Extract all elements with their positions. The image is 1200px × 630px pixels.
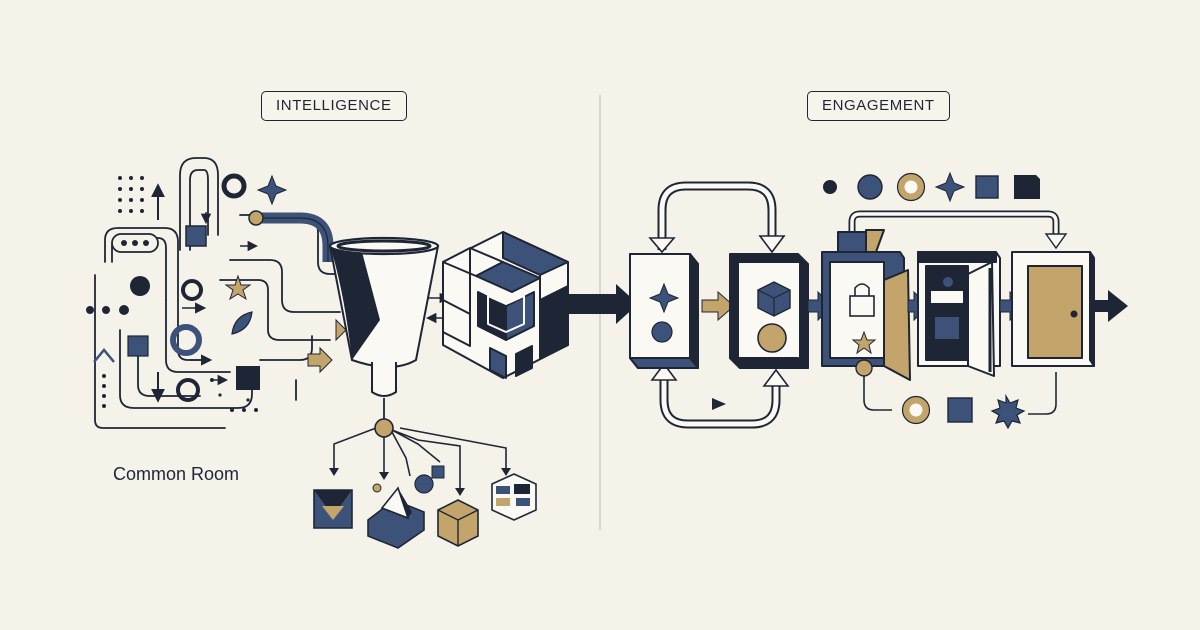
gold-arrow-icon [335,318,347,342]
navy-dot-icon [651,321,673,343]
exit-arrow-icon [1094,290,1128,322]
ring-icon [221,173,247,199]
loop-arrowhead [758,235,786,254]
connector-line [1028,372,1057,415]
funnel-icon [328,236,440,420]
main-flow-arrow [568,284,638,324]
gold-ring-icon [897,173,925,201]
ring-icon [181,279,203,301]
sparkle-icon [648,282,680,314]
door-icon [1011,251,1095,367]
connector-line [863,376,892,411]
chevron-right-icon [712,398,726,410]
output-arrowheads [329,468,511,496]
gold-dot-icon [372,483,382,493]
loop-arrowhead [648,237,676,254]
output-branches [333,427,507,490]
ring-icon [176,378,200,402]
stacked-cube-icon [491,473,537,521]
sparkle-icon [256,174,288,206]
loop-arrowhead [1044,233,1068,250]
sparkle-icon [934,171,966,203]
starburst-icon [990,393,1026,430]
gold-node-icon [855,359,873,377]
scatter-dots [210,378,258,412]
gold-ring-icon [902,396,930,424]
loop-arrow-bottom [659,370,781,429]
star-icon [851,330,877,355]
ring-icon [170,324,202,356]
navy-cube-icon [757,281,791,317]
gold-dot-icon [757,323,787,353]
gold-arrow-icon [307,346,333,374]
star-icon [224,274,252,301]
folded-square-icon [1014,175,1040,199]
gold-node-icon [374,418,394,438]
processing-cube-icon [442,231,569,379]
pill-toggle-icon [111,233,159,253]
navy-tile-icon [127,335,149,357]
left-dots-row [86,305,129,315]
loop-arrowhead [762,368,790,387]
navy-circle-icon [857,174,883,200]
navy-tile-icon [431,465,445,479]
dot-icon [823,180,837,194]
gold-node-icon [248,210,264,226]
prism-icon [313,489,353,529]
gold-arrow-icon [701,290,735,322]
leaf-icon [231,311,253,335]
navy-square-icon [947,397,973,423]
large-dot-icon [130,276,150,296]
navy-square-icon [975,175,999,199]
chevron-up-icon [93,348,115,363]
loop-arrow-top [657,181,777,250]
square-icon [236,366,260,390]
navy-dot-icon [414,474,434,494]
brand-name: Common Room [113,464,240,484]
loop-arrowhead [650,362,678,381]
section-label-intelligence: INTELLIGENCE [261,91,407,121]
stage-box-4 [917,251,1001,377]
gold-cube-icon [437,499,479,547]
section-label-engagement: ENGAGEMENT [807,91,950,121]
signal-dots-grid [118,176,144,213]
wedge-block-icon [367,486,425,549]
navy-square-icon [185,225,207,247]
lock-icon [849,283,875,317]
vertical-dots [102,374,106,408]
